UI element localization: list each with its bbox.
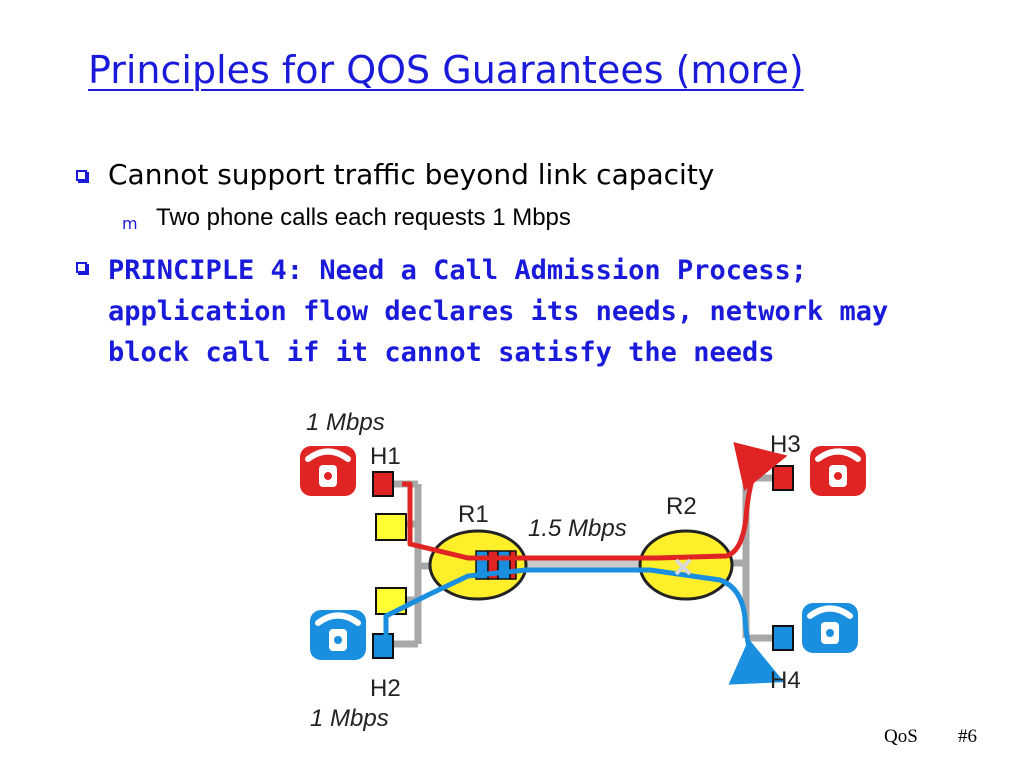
principle-line: block call if it cannot satisfy the need… bbox=[108, 337, 775, 368]
telephone-icon bbox=[300, 446, 356, 496]
flow-rate-bottom: 1 Mbps bbox=[310, 705, 389, 732]
host-h3 bbox=[772, 465, 794, 491]
r2-switch-mark bbox=[674, 558, 692, 576]
call-admission-diagram: 1 Mbps 1 Mbps 1.5 Mbps H1 H2 H3 H4 R1 R2 bbox=[290, 409, 900, 732]
switch-top bbox=[375, 513, 407, 541]
square-bullet-icon bbox=[76, 262, 89, 275]
bullet-capacity: Cannot support traffic beyond link capac… bbox=[108, 158, 715, 191]
sub-bullet-phone-calls: Two phone calls each requests 1 Mbps bbox=[156, 204, 571, 231]
host-h2-label: H2 bbox=[370, 675, 401, 702]
slide-title: Principles for QOS Guarantees (more) bbox=[88, 48, 804, 92]
switch-bottom bbox=[375, 587, 407, 615]
host-h2 bbox=[372, 633, 394, 659]
sub-bullet-marker: m bbox=[122, 214, 138, 233]
bullet-principle-4: PRINCIPLE 4: Need a Call Admission Proce… bbox=[108, 250, 958, 373]
slide-number: #6 bbox=[958, 726, 977, 747]
router-r2-label: R2 bbox=[666, 493, 697, 520]
router-r1-label: R1 bbox=[458, 501, 489, 528]
principle-line: application flow declares its needs, net… bbox=[108, 296, 889, 327]
host-h1-label: H1 bbox=[370, 443, 401, 470]
link-capacity-label: 1.5 Mbps bbox=[528, 515, 627, 542]
red-flow-arrow bbox=[402, 442, 788, 561]
host-h4 bbox=[772, 625, 794, 651]
footer-label: QoS bbox=[884, 726, 918, 747]
host-h4-label: H4 bbox=[770, 667, 801, 694]
host-h3-label: H3 bbox=[770, 431, 801, 458]
square-bullet-icon bbox=[76, 170, 89, 183]
flow-rate-top: 1 Mbps bbox=[306, 409, 385, 436]
telephone-icon bbox=[810, 446, 866, 496]
telephone-icon bbox=[310, 610, 366, 660]
principle-line: PRINCIPLE 4: Need a Call Admission Proce… bbox=[108, 255, 807, 286]
blue-flow-arrow bbox=[383, 567, 785, 685]
host-h1 bbox=[372, 471, 394, 497]
telephone-icon bbox=[802, 603, 858, 653]
